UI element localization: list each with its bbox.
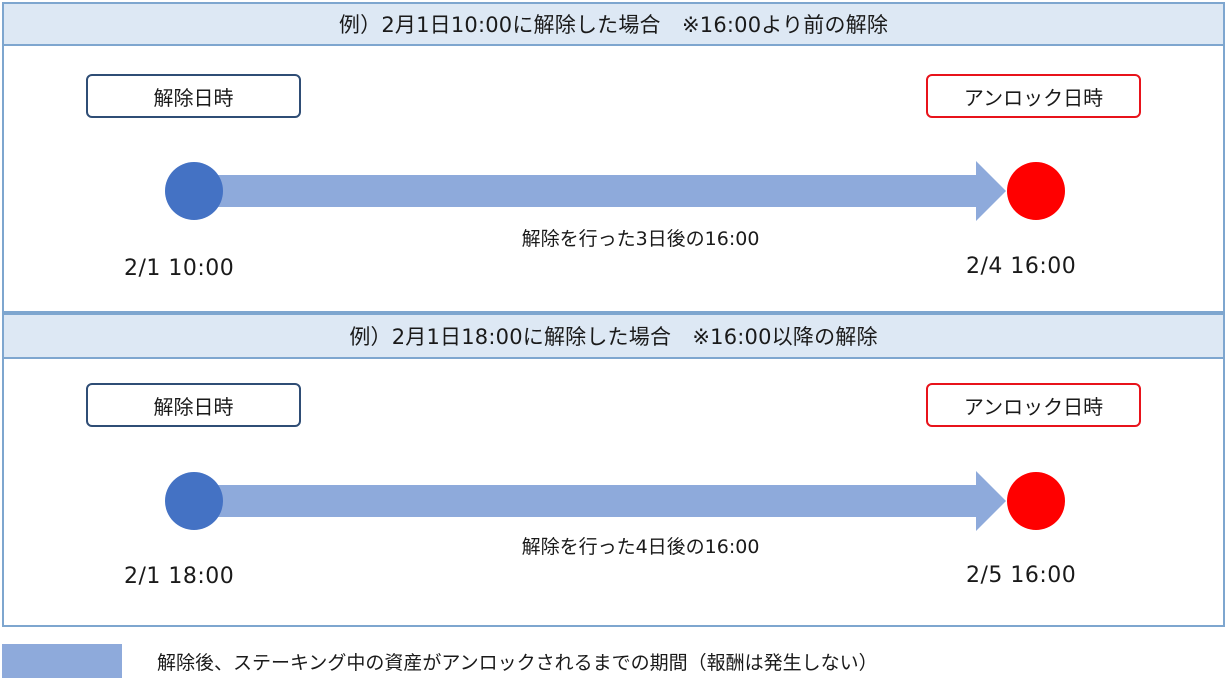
legend: 解除後、ステーキング中の資産がアンロックされるまでの期間（報酬は発生しない） bbox=[2, 644, 1227, 678]
panel-header: 例）2月1日10:00に解除した場合 ※16:00より前の解除 bbox=[4, 4, 1223, 46]
release-time: 2/1 18:00 bbox=[124, 564, 235, 589]
legend-swatch bbox=[2, 644, 122, 678]
legend-text: 解除後、ステーキング中の資産がアンロックされるまでの期間（報酬は発生しない） bbox=[157, 652, 878, 674]
release-datetime-label: 解除日時 bbox=[86, 74, 301, 118]
unlock-datetime-label: アンロック日時 bbox=[926, 74, 1141, 118]
unlock-point-circle bbox=[1007, 472, 1065, 530]
panel-header: 例）2月1日18:00に解除した場合 ※16:00以降の解除 bbox=[4, 313, 1223, 359]
release-datetime-label: 解除日時 bbox=[86, 383, 301, 427]
release-point-circle bbox=[165, 162, 223, 220]
unlock-period-arrow bbox=[194, 471, 1006, 531]
timeline-arrow bbox=[165, 161, 1065, 221]
arrow-caption: 解除を行った3日後の16:00 bbox=[521, 228, 760, 250]
unlock-time: 2/4 16:00 bbox=[966, 254, 1077, 279]
unlock-datetime-label: アンロック日時 bbox=[926, 383, 1141, 427]
unlock-time: 2/5 16:00 bbox=[966, 563, 1077, 588]
unlock-point-circle bbox=[1007, 162, 1065, 220]
example-panel-after-1600: 例）2月1日18:00に解除した場合 ※16:00以降の解除 解除日時 アンロッ… bbox=[2, 313, 1225, 627]
release-point-circle bbox=[165, 472, 223, 530]
unlock-period-arrow bbox=[194, 161, 1006, 221]
arrow-caption: 解除を行った4日後の16:00 bbox=[521, 536, 760, 558]
release-time: 2/1 10:00 bbox=[124, 256, 235, 281]
example-panel-before-1600: 例）2月1日10:00に解除した場合 ※16:00より前の解除 解除日時 アンロ… bbox=[2, 2, 1225, 313]
timeline-arrow bbox=[165, 471, 1065, 531]
